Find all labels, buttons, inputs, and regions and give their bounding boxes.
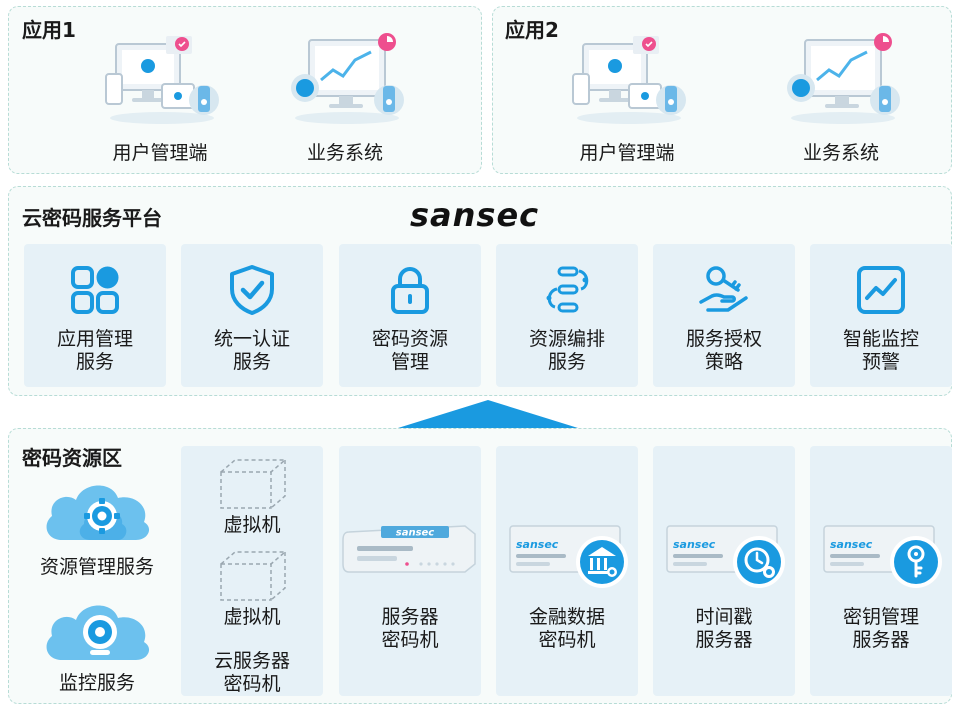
vm-icon — [220, 459, 287, 509]
app-item-user-console[interactable]: 用户管理端 — [547, 30, 707, 180]
device-brand: sansec — [396, 528, 435, 539]
service-card-crypto-resource[interactable]: 密码资源 管理 — [339, 244, 481, 387]
device-label-line1: 时间戳 — [695, 606, 753, 628]
business-system-illustration — [787, 33, 900, 124]
service-label-line1: 资源编排 — [528, 328, 605, 350]
service-card-monitoring[interactable]: 智能监控 预警 — [810, 244, 952, 387]
business-system-illustration — [291, 33, 404, 124]
service-label: 应用管理 服务 — [24, 328, 166, 374]
device-label-line1: 密钥管理 — [842, 606, 919, 628]
service-card-orchestration[interactable]: 资源编排 服务 — [496, 244, 638, 387]
app-item-label: 用户管理端 — [579, 142, 675, 164]
app-item-business-system[interactable]: 业务系统 — [265, 30, 425, 180]
app-item-label: 业务系统 — [306, 142, 383, 164]
resource-title: 密码资源区 — [22, 446, 122, 470]
device-label: 时间戳 服务器 — [653, 606, 795, 652]
device-label-line1: 金融数据 — [528, 606, 605, 628]
app-item-label: 业务系统 — [802, 142, 879, 164]
app-item-business-system[interactable]: 业务系统 — [761, 30, 921, 180]
device-label: 密钥管理 服务器 — [810, 606, 952, 652]
service-card-app-management[interactable]: 应用管理 服务 — [24, 244, 166, 387]
service-label: 资源编排 服务 — [496, 328, 638, 374]
user-console-illustration — [105, 36, 219, 124]
left-item-label: 监控服务 — [58, 672, 135, 694]
service-label-line1: 服务授权 — [685, 328, 762, 350]
device-label: 服务器 密码机 — [339, 606, 481, 652]
service-label-line2: 预警 — [861, 351, 900, 373]
app-panel-1-title: 应用1 — [22, 18, 76, 42]
app-panel-1 — [8, 6, 482, 174]
cloud-server-card[interactable]: 虚拟机 虚拟机 云服务器 密码机 — [181, 446, 323, 696]
camera-cloud-icon — [46, 605, 150, 660]
device-label-line1: 服务器 — [381, 606, 439, 628]
device-label-line2: 服务器 — [852, 629, 910, 651]
clock-icon: sansec — [666, 525, 785, 588]
app-panel-2-title: 应用2 — [505, 18, 559, 42]
app-item-user-console[interactable]: 用户管理端 — [80, 30, 240, 180]
left-item-label: 资源管理服务 — [39, 556, 154, 578]
device-card-financial-crypto[interactable]: sansec 金融数据 密码机 — [496, 446, 638, 696]
lock-icon — [391, 267, 429, 314]
vm-icon — [220, 551, 287, 601]
device-label-line2: 服务器 — [695, 629, 753, 651]
device-brand: sansec — [830, 538, 873, 551]
platform-title: 云密码服务平台 — [22, 206, 162, 230]
service-label-line1: 应用管理 — [56, 328, 133, 350]
device-label-line2: 密码机 — [538, 629, 596, 651]
chart-icon — [857, 266, 905, 314]
device-brand: sansec — [516, 538, 559, 551]
cloud-server-label-line2: 密码机 — [223, 673, 281, 695]
service-label-line2: 管理 — [390, 351, 429, 373]
service-label-line2: 服务 — [75, 351, 114, 373]
device-label: 金融数据 密码机 — [496, 606, 638, 652]
service-label-line2: 策略 — [704, 351, 743, 373]
service-label-line2: 服务 — [547, 351, 586, 373]
device-card-timestamp[interactable]: sansec 时间戳 服务器 — [653, 446, 795, 696]
device-card-key-management[interactable]: sansec 密钥管理 服务器 — [810, 446, 952, 696]
device-card-server-crypto[interactable]: sansec 服务器 密码机 — [339, 446, 481, 696]
app-item-label: 用户管理端 — [112, 142, 208, 164]
cloud-server-label-line1: 云服务器 — [213, 650, 290, 672]
service-label-line1: 智能监控 — [842, 328, 919, 350]
service-label-line1: 统一认证 — [213, 328, 290, 350]
sansec-logo: sansec — [410, 196, 540, 234]
shield-check-icon — [230, 265, 274, 315]
device-label-line2: 密码机 — [381, 629, 439, 651]
user-console-illustration — [572, 36, 686, 124]
vm-label: 虚拟机 — [223, 606, 281, 628]
service-label: 密码资源 管理 — [339, 328, 481, 374]
device-brand: sansec — [673, 538, 716, 551]
cloud-server-label: 云服务器 密码机 — [181, 650, 323, 696]
up-arrow-icon — [398, 400, 578, 428]
service-label-line1: 密码资源 — [371, 328, 448, 350]
service-label: 服务授权 策略 — [653, 328, 795, 374]
service-label: 智能监控 预警 — [810, 328, 952, 374]
vm-label: 虚拟机 — [223, 514, 281, 536]
gear-cloud-icon — [46, 485, 150, 540]
service-card-authorization[interactable]: 服务授权 策略 — [653, 244, 795, 387]
service-card-unified-auth[interactable]: 统一认证 服务 — [181, 244, 323, 387]
flow-icon — [546, 266, 589, 313]
bank-icon: sansec — [509, 525, 628, 588]
service-label: 统一认证 服务 — [181, 328, 323, 374]
grid-icon — [71, 266, 119, 314]
service-label-line2: 服务 — [232, 351, 271, 373]
key-icon: sansec — [823, 525, 942, 588]
server-device-icon: sansec — [342, 525, 476, 573]
key-hand-icon — [699, 266, 748, 312]
